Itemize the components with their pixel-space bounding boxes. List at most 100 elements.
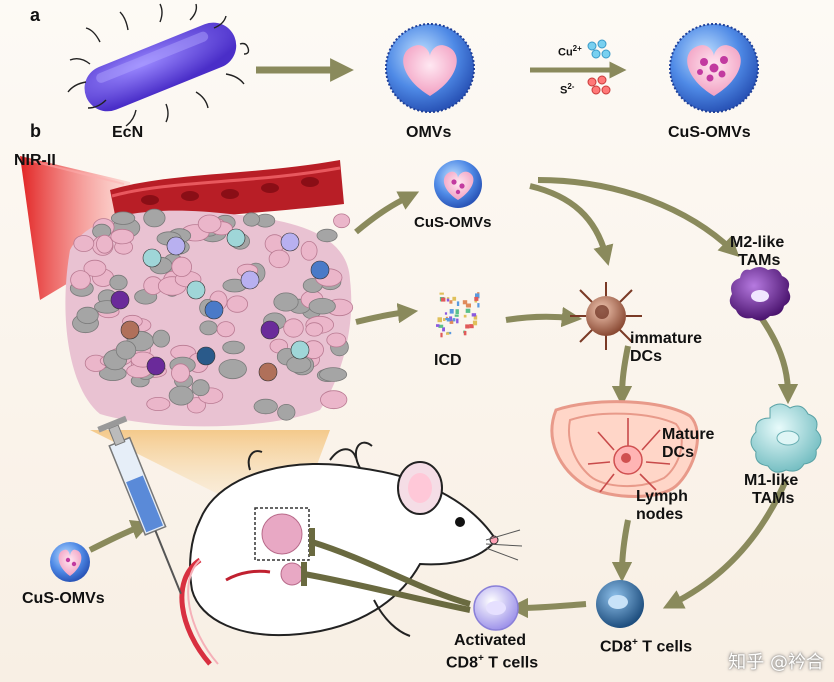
lymph-line1: Lymph [636, 488, 688, 505]
icd-particle [442, 327, 445, 332]
tumor-cell [171, 363, 190, 383]
immune-cell-marker [166, 236, 186, 256]
tumor-cell [320, 390, 348, 410]
immune-cell-marker [110, 290, 130, 310]
immature-line2: DCs [630, 348, 663, 365]
icd-particle [440, 332, 443, 338]
tumor-cell [218, 359, 247, 380]
tumor-cell [216, 321, 235, 338]
s-ion-icon [587, 75, 611, 95]
immune-cell-marker [196, 346, 216, 366]
tumor-cell [253, 398, 278, 415]
activated-cd8-t-cell-icon [473, 585, 519, 631]
tumor-cell [308, 298, 336, 315]
icd-particle [446, 318, 451, 322]
mature-line1: Mature [662, 426, 715, 443]
icd-particle [463, 314, 467, 318]
immature-line1: immature [630, 330, 703, 347]
syringe-icon [97, 415, 182, 595]
cus-omv-left-icon [50, 542, 90, 582]
mouse-illustration [179, 441, 523, 666]
immune-cell-marker [146, 356, 166, 376]
icd-particle [436, 324, 440, 327]
immune-cell-marker [310, 260, 330, 280]
tumor-cell [143, 208, 166, 228]
icd-particle [449, 316, 453, 321]
immune-cell-marker [280, 232, 300, 252]
cu-ion-icon [587, 39, 611, 59]
icd-particle [449, 309, 454, 314]
tumor-cell [316, 228, 338, 243]
immune-cell-marker [186, 280, 206, 300]
immune-cell-marker [258, 362, 278, 382]
m1-line1: M1-like [744, 472, 799, 489]
ecn-bacterium-icon [67, 3, 250, 127]
s-text: S [560, 84, 568, 97]
immune-cell-marker [240, 270, 260, 290]
immune-cell-marker [226, 228, 246, 248]
cd8-text: CD8 [600, 638, 633, 656]
inhibition-arrows [301, 528, 471, 613]
immune-cell-marker [120, 320, 140, 340]
icd-label: ICD [434, 352, 462, 369]
m1-tam-icon [750, 403, 822, 473]
icd-particle [452, 296, 457, 301]
cus-omv-vesicle-icon [669, 23, 759, 113]
tumor-cell [268, 249, 290, 269]
nir-laser-beam [20, 156, 140, 300]
tumor-tissue [65, 208, 354, 427]
icd-particle [454, 314, 459, 317]
ecn-label: EcN [112, 124, 144, 141]
icd-particles-icon [436, 292, 480, 338]
cus-omvs-left-label: CuS-OMVs [22, 590, 105, 607]
tumor-cell [76, 306, 99, 324]
icd-particle [471, 313, 477, 317]
nir-label: NIR-II [14, 152, 56, 169]
icd-particle [463, 331, 467, 336]
immune-cell-marker [142, 248, 162, 268]
icd-particle [445, 318, 448, 321]
tumor-cell [96, 234, 114, 254]
tumor-cell [333, 213, 351, 229]
tumor-cell [110, 228, 135, 245]
icd-particle [469, 324, 474, 329]
tumor-cell [146, 396, 171, 411]
icd-particle [456, 318, 459, 324]
tumor-cell [226, 295, 249, 313]
icd-particle [455, 309, 459, 314]
tumor-cell [199, 320, 218, 336]
activated-superscript: + [478, 653, 484, 664]
icd-particle [465, 303, 471, 307]
tumor-cell [300, 241, 318, 261]
tumor-cell [115, 340, 137, 360]
cd8-rest: T cells [637, 638, 693, 656]
immune-cell-marker [290, 340, 310, 360]
tumor-cell [305, 322, 324, 337]
flow-arrows [88, 177, 799, 619]
icd-particle [443, 318, 446, 321]
omvs-label: OMVs [406, 124, 452, 141]
icd-particle [444, 312, 448, 315]
tumor-cell [283, 318, 304, 338]
s-ion-label: S2- [560, 78, 574, 100]
tumor-cell [222, 340, 245, 355]
tumor-cell [70, 270, 91, 290]
m2-line1: M2-like [730, 234, 785, 251]
lymph-node-icon [550, 400, 699, 498]
tumor-cell [197, 214, 222, 234]
panel-label-b: b [30, 121, 41, 141]
tumor-cell [168, 385, 194, 406]
cu-text: Cu [558, 46, 573, 59]
icd-particle [449, 319, 454, 324]
icd-particle [473, 315, 478, 320]
icd-particle [446, 332, 450, 335]
icd-particle [449, 300, 453, 304]
cus-omvs-mid-label: CuS-OMVs [414, 214, 492, 231]
